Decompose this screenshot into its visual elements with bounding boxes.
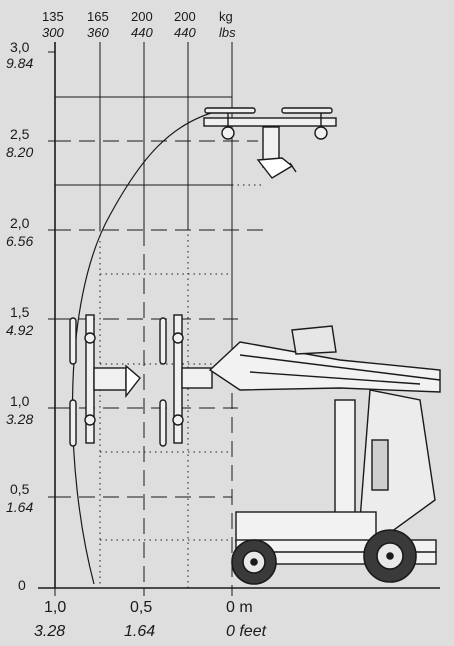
reach-label-0m: 0 m	[226, 599, 253, 616]
load-kg-1: 135	[42, 9, 64, 24]
reach-label-1-64: 1.64	[124, 623, 156, 640]
left-lifter-head	[69, 314, 141, 447]
wheels	[231, 529, 417, 585]
height-label-1-5: 1,5	[10, 304, 30, 320]
height-label-0-5: 0,5	[10, 481, 30, 497]
boom-arm	[208, 325, 441, 393]
height-label-1-0: 1,0	[10, 393, 30, 409]
height-label-3-0: 3,0	[10, 39, 30, 55]
load-kg-2: 165	[87, 9, 109, 24]
height-label-6-56: 6.56	[6, 233, 34, 249]
height-label-2-0: 2,0	[10, 215, 30, 231]
unit-kg: kg	[219, 9, 233, 24]
height-label-1-64: 1.64	[6, 499, 34, 515]
load-kg-3: 200	[131, 9, 153, 24]
reach-envelope-curve	[71, 109, 223, 585]
reach-label-0-5: 0,5	[130, 599, 153, 616]
reach-label-0feet: 0 feet	[226, 623, 267, 640]
load-lbs-4: 440	[174, 25, 196, 40]
height-label-2-5: 2,5	[10, 126, 30, 142]
reach-label-1-0: 1,0	[44, 599, 67, 616]
height-label-4-92: 4.92	[6, 322, 34, 338]
load-lbs-2: 360	[87, 25, 109, 40]
middle-lifter-head	[159, 314, 213, 447]
top-lifter-head	[203, 107, 337, 179]
load-lbs-3: 440	[131, 25, 153, 40]
height-label-9-84: 9.84	[6, 55, 34, 71]
height-label-0: 0	[18, 577, 26, 593]
load-lbs-1: 300	[42, 25, 64, 40]
reach-label-3-28: 3.28	[34, 623, 66, 640]
height-label-8-20: 8.20	[6, 144, 34, 160]
unit-lbs: lbs	[219, 25, 236, 40]
load-kg-4: 200	[174, 9, 196, 24]
height-label-3-28: 3.28	[6, 411, 34, 427]
